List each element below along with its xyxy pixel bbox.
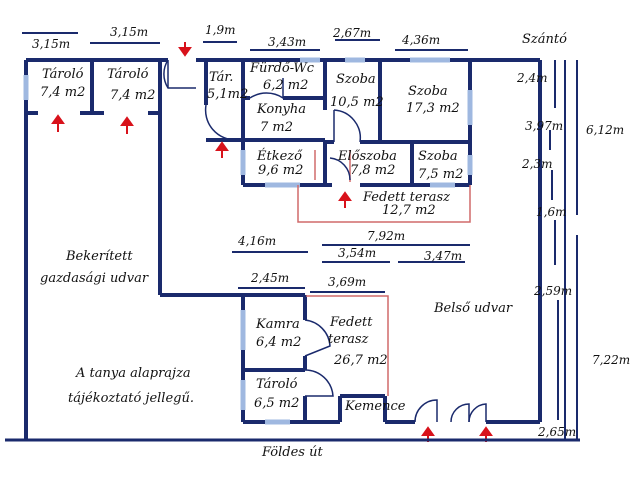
arrow-icon: [215, 141, 229, 158]
arrow-icon: [178, 42, 192, 57]
windows: [23, 57, 473, 425]
room-name: Konyha: [256, 102, 306, 117]
dim-label: 2,67m: [332, 26, 371, 40]
room-area: 17,3 m2: [406, 101, 460, 116]
arrow-icon: [51, 114, 65, 132]
yard-label: Bekerített: [65, 249, 133, 264]
room-name: Kamra: [255, 317, 300, 332]
room-labels: Tároló 7,4 m2 Tároló 7,4 m2 Tár. 5,1m2 F…: [40, 61, 463, 414]
dim-label: 3,97m: [525, 119, 563, 133]
arrow-icon: [338, 191, 352, 208]
room-area: 6,5 m2: [254, 396, 299, 411]
room-name: Tároló: [107, 67, 149, 82]
dim-label: 4,36m: [401, 33, 440, 47]
dim-label: 2,65m: [537, 425, 576, 439]
room-area: 7 m2: [260, 120, 293, 135]
room-name: Fedett: [329, 315, 373, 330]
dim-label: 7,22m: [592, 353, 630, 367]
doors: [163, 59, 487, 423]
dimension-lines: [22, 32, 470, 293]
dim-label: 4,16m: [237, 234, 276, 248]
note-text: A tanya alaprajza: [75, 366, 191, 381]
dim-label: 1,6m: [536, 205, 566, 219]
room-area: 7,4 m2: [40, 85, 85, 100]
room-name: Fürdő-Wc: [249, 61, 315, 76]
courtyard-label: Belső udvar: [433, 301, 513, 316]
dim-label: 1,9m: [205, 23, 235, 37]
room-name: Tároló: [42, 67, 84, 82]
dim-label: 2,45m: [250, 271, 289, 285]
dim-label: 7,92m: [367, 229, 405, 243]
room-name: Étkező: [256, 148, 303, 164]
arrow-icon: [120, 116, 134, 134]
room-name: Tároló: [256, 377, 298, 392]
dim-label: 3,69m: [328, 275, 366, 289]
dim-label: 2,4m: [516, 71, 547, 85]
room-area: 26,7 m2: [333, 353, 388, 368]
room-area: 6,4 m2: [256, 335, 301, 350]
dim-label: 3,15m: [32, 37, 70, 51]
room-name: Kemence: [344, 399, 406, 414]
right-dimension-lines: [549, 60, 578, 440]
entry-arrows: [51, 42, 493, 442]
room-area: 6,2 m2: [263, 78, 308, 93]
dimension-labels: 3,15m 3,15m 1,9m 3,43m 2,67m 4,36m 2,4m …: [32, 23, 630, 439]
dim-label: 3,54m: [338, 246, 376, 260]
room-area: 5,1m2: [207, 87, 248, 102]
room-area: 7,8 m2: [350, 163, 395, 178]
room-name: Szoba: [336, 72, 376, 87]
dim-label: 3,43m: [268, 35, 306, 49]
storage-walls: [26, 60, 160, 115]
room-name: terasz: [328, 332, 369, 347]
room-area: 9,6 m2: [258, 163, 303, 178]
note-text: tájékoztató jellegű.: [68, 391, 194, 406]
dim-label: 2,3m: [521, 157, 552, 171]
yard-label: gazdasági udvar: [40, 271, 149, 286]
room-name: Szoba: [418, 149, 458, 164]
room-name: Fedett terasz: [362, 190, 450, 205]
road-label: Földes út: [261, 445, 323, 460]
room-name: Szoba: [408, 84, 448, 99]
room-name: Tár.: [209, 70, 233, 85]
room-area: 10,5 m2: [330, 95, 384, 110]
terrace-outlines: [297, 150, 471, 396]
room-area: 12,7 m2: [382, 203, 436, 218]
field-label: Szántó: [522, 32, 567, 47]
room-area: 7,5 m2: [418, 167, 463, 182]
room-name: Előszoba: [337, 149, 397, 164]
room-area: 7,4 m2: [110, 88, 155, 103]
dim-label: 3,47m: [424, 249, 462, 263]
dim-label: 2,59m: [533, 284, 572, 298]
dim-label: 6,12m: [586, 123, 624, 137]
dim-label: 3,15m: [110, 25, 148, 39]
outer-walls: [24, 58, 542, 440]
area-labels: Szántó Bekerített gazdasági udvar Belső …: [40, 32, 567, 460]
